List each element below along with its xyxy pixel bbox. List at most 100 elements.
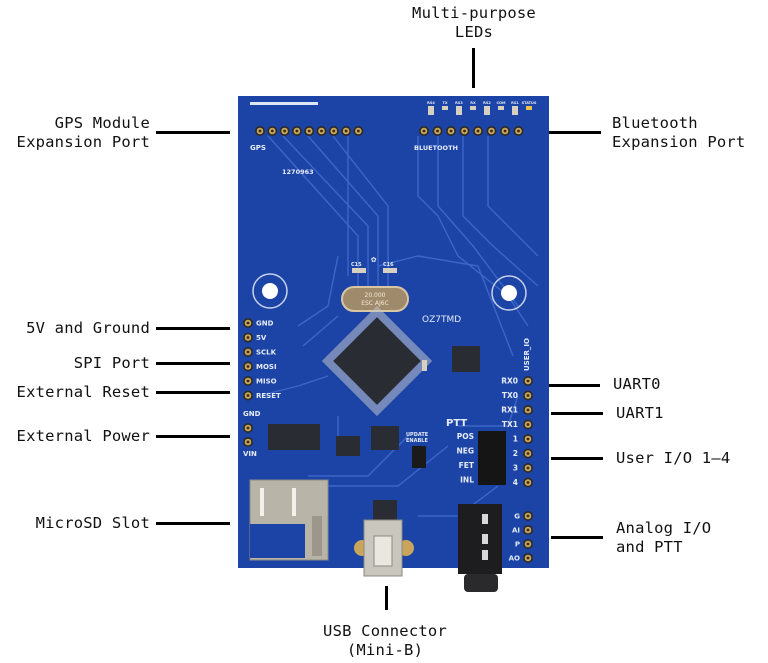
user-io-pin-label: TX1: [502, 420, 518, 429]
bluetooth-pin-hole: [503, 129, 507, 133]
user-io-pin-label: RX1: [501, 406, 518, 415]
led-tx: [442, 106, 448, 110]
usb-leader-line: [385, 586, 388, 610]
led-label: TX: [442, 101, 447, 105]
mounting-hole-left: [252, 273, 288, 309]
mounting-hole-right: [491, 275, 527, 311]
bluetooth-pin-hole: [517, 129, 520, 133]
left-pin-mosi-hole: [246, 365, 250, 368]
c16-label: C16: [383, 262, 394, 268]
capacitor-c15: [352, 268, 366, 273]
usb-callout: USB Connector (Mini-B): [323, 622, 447, 659]
led-label: RS4: [427, 101, 435, 105]
led-label: RS1: [511, 101, 519, 105]
power-pin-label: GND: [243, 410, 261, 418]
leds-leader-line: [472, 48, 475, 88]
user-io-pin-label: RX0: [501, 377, 518, 386]
bluetooth-pin-hole: [490, 129, 493, 133]
user-io-pin-rx1-hole: [526, 408, 530, 412]
gps-pin-hole: [258, 129, 262, 133]
user-io-leader-line: [551, 457, 603, 460]
ptt-silk-label: PTT: [446, 418, 467, 429]
ext-power-leader-line: [156, 435, 230, 438]
ptt-pin-label: INL: [460, 476, 474, 485]
left-pin-label: RESET: [256, 392, 281, 400]
voltage-regulator: [336, 436, 360, 456]
led-rs4: [428, 106, 434, 115]
left-pin-label: 5V: [256, 334, 267, 342]
crystal-oscillator: [341, 286, 409, 312]
uart1-callout: UART1: [616, 404, 664, 422]
ic-soic-right: [452, 346, 480, 372]
bluetooth-silk-label: BLUETOOTH: [414, 144, 458, 152]
pcb-traces: [257, 135, 539, 517]
user-io-pin-2-hole: [526, 452, 530, 455]
update-enable-jumper[interactable]: [412, 446, 426, 468]
analog-callout: Analog I/O and PTT: [616, 519, 712, 556]
left-pin-gnd-hole: [246, 321, 250, 325]
analog-pin-ai-hole: [526, 528, 530, 532]
power-pin-vin-hole: [246, 440, 250, 444]
gps-callout: GPS Module Expansion Port: [16, 114, 150, 151]
gps-silk-bar: [250, 102, 318, 105]
capacitor-c16: [383, 268, 397, 273]
user-io-silk-label: USER_IO: [523, 338, 531, 371]
led-com: [498, 106, 504, 110]
uart0-leader-line: [548, 384, 600, 387]
gps-pin-hole: [283, 129, 286, 133]
reset-leader-line: [156, 391, 230, 394]
analog-leader-line: [551, 536, 603, 539]
analog-pin-label: P: [515, 541, 520, 549]
gps-pin-hole: [307, 129, 311, 133]
gps-pin-hole: [344, 129, 348, 133]
gps-leader-line: [156, 131, 230, 134]
user-io-pin-label: 2: [513, 449, 518, 458]
power-ground-callout: 5V and Ground: [26, 319, 150, 337]
led-label: STATUS: [522, 101, 537, 105]
gps-pin-hole: [270, 129, 274, 133]
led-rx: [470, 106, 476, 110]
led-label: RS2: [483, 101, 491, 105]
ic-usb: [373, 500, 397, 522]
gps-header: [255, 126, 364, 136]
crystal-code: ESC AJ6C: [361, 300, 389, 307]
analog-pin-p-hole: [526, 542, 530, 546]
gps-pin-hole: [320, 129, 323, 133]
user-io-pin-1-hole: [526, 437, 530, 441]
oshw-logo-icon: ✿: [371, 255, 377, 265]
left-pin-label: SCLK: [256, 349, 277, 357]
update-label: UPDATE: [406, 432, 429, 438]
ic-update: [371, 426, 399, 450]
gps-pin-hole: [357, 129, 360, 133]
leds-callout: Multi-purpose LEDs: [412, 4, 536, 41]
user-io-callout: User I/O 1–4: [616, 449, 731, 467]
ptt-pin-label: FET: [459, 461, 475, 470]
gps-pin-hole: [332, 129, 336, 133]
capacitor-c17: [422, 360, 427, 371]
serial-number: 1270963: [282, 168, 314, 176]
crystal-freq: 20.000: [365, 292, 386, 299]
bluetooth-pin-hole: [422, 129, 426, 133]
analog-pin-g-hole: [526, 514, 530, 518]
gps-pin-hole: [295, 129, 299, 133]
left-pin-miso-hole: [246, 379, 250, 383]
led-label: RX: [470, 101, 476, 105]
enable-label: ENABLE: [406, 438, 428, 444]
power-pin-gnd-hole: [246, 426, 250, 430]
bluetooth-pin-hole: [449, 129, 453, 133]
uart0-callout: UART0: [613, 375, 661, 393]
user-io-pin-tx0-hole: [526, 394, 530, 397]
left-pin-label: GND: [256, 320, 274, 328]
analog-pin-label: AO: [509, 555, 520, 563]
gps-silk-label: GPS: [250, 144, 266, 152]
uart1-leader-line: [551, 412, 603, 415]
ptt-jumper-block[interactable]: [478, 431, 506, 485]
user-io-pin-label: 4: [513, 478, 518, 487]
c15-label: C15: [351, 262, 362, 268]
power-ground-leader-line: [156, 327, 230, 330]
